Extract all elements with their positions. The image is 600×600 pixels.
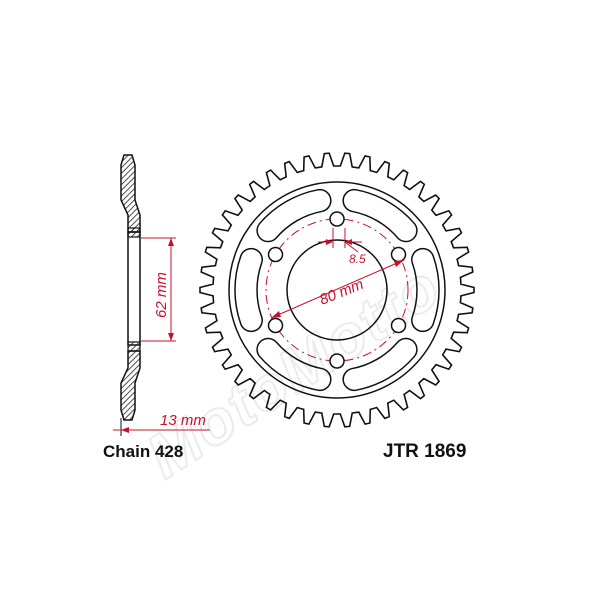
lightening-cutout xyxy=(342,337,418,392)
thickness-label: 13 mm xyxy=(160,412,206,429)
chain-label: Chain 428 xyxy=(103,442,183,461)
sprocket-front-view xyxy=(199,152,475,428)
lightening-cutout xyxy=(234,247,263,333)
bolt-hole xyxy=(267,246,284,263)
bolt-hole-label: 8.5 xyxy=(349,252,366,266)
bolt-hole xyxy=(329,211,345,227)
lightening-cutout xyxy=(411,247,440,333)
pcd-circle xyxy=(265,218,409,362)
bolt-hole xyxy=(390,317,407,334)
lightening-cutout xyxy=(342,188,418,243)
bolt-hole xyxy=(329,353,345,369)
lightening-cutout xyxy=(256,337,332,392)
bolt-hole xyxy=(390,246,407,263)
lightening-cutouts xyxy=(234,188,440,392)
sprocket-teeth-outline xyxy=(199,152,475,428)
hub-circle xyxy=(286,239,388,341)
bolt-hole xyxy=(267,317,284,334)
part-code: JTR 1869 xyxy=(383,441,466,462)
lightening-cutout xyxy=(256,188,332,243)
side-profile-view xyxy=(113,154,210,436)
bolt-holes xyxy=(267,211,407,369)
hub-width-label: 62 mm xyxy=(153,272,170,318)
inner-rim-circle xyxy=(228,181,446,399)
